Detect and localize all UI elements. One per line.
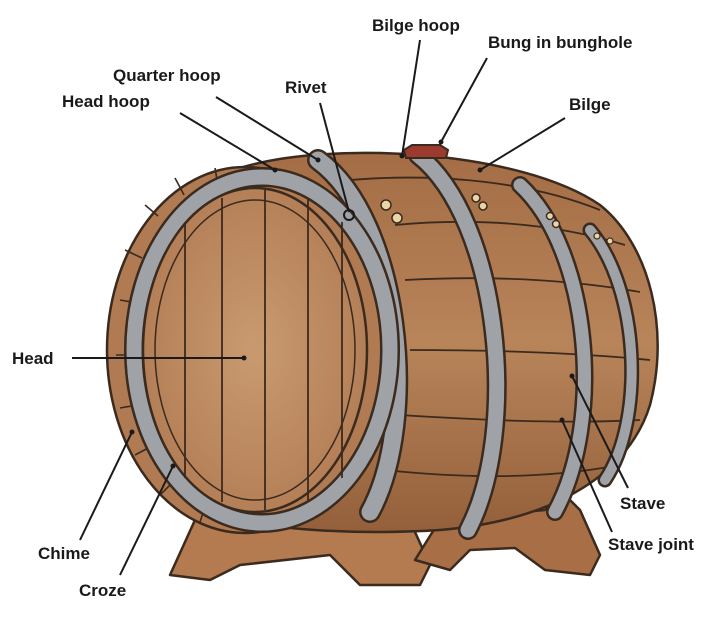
leader-quarter-hoop [215,96,319,161]
leader-dot-croze [170,463,176,469]
label-stave: Stave [620,494,665,513]
label-head: Head [12,349,54,368]
label-bung: Bung in bunghole [488,33,632,52]
leader-dot-bilge-hoop [399,153,405,159]
leader-stave-joint [561,419,613,533]
rivets [380,193,614,245]
leader-dot-stave [569,373,575,379]
leader-chime [79,431,133,541]
label-chime: Chime [38,544,90,563]
leader-lines [72,39,629,576]
leader-dot-bilge [477,167,483,173]
bung [402,144,450,159]
leader-dot-rivet [343,209,355,221]
leader-bilge-hoop [401,39,421,157]
label-rivet: Rivet [285,78,327,97]
leader-bung [440,57,488,143]
barrel-front [105,165,400,535]
leader-dot-bung [438,139,444,145]
leader-dot-head [241,355,247,361]
leader-rivet [319,102,350,213]
leader-dot-stave-joint [559,417,565,423]
label-stave-joint: Stave joint [608,535,694,554]
leader-stave [571,375,629,489]
label-head-hoop: Head hoop [62,92,150,111]
label-bilge: Bilge [569,95,611,114]
label-bilge-hoop: Bilge hoop [372,16,460,35]
label-croze: Croze [79,581,126,600]
leader-dot-quarter-hoop [315,157,321,163]
leader-head-hoop [179,112,276,171]
leader-dot-chime [129,429,135,435]
label-quarter-hoop: Quarter hoop [113,66,221,85]
labels: Bilge hoop Bung in bunghole Quarter hoop… [12,16,694,600]
leader-bilge [479,117,566,171]
leader-dot-head-hoop [272,167,278,173]
leader-croze [119,465,174,576]
